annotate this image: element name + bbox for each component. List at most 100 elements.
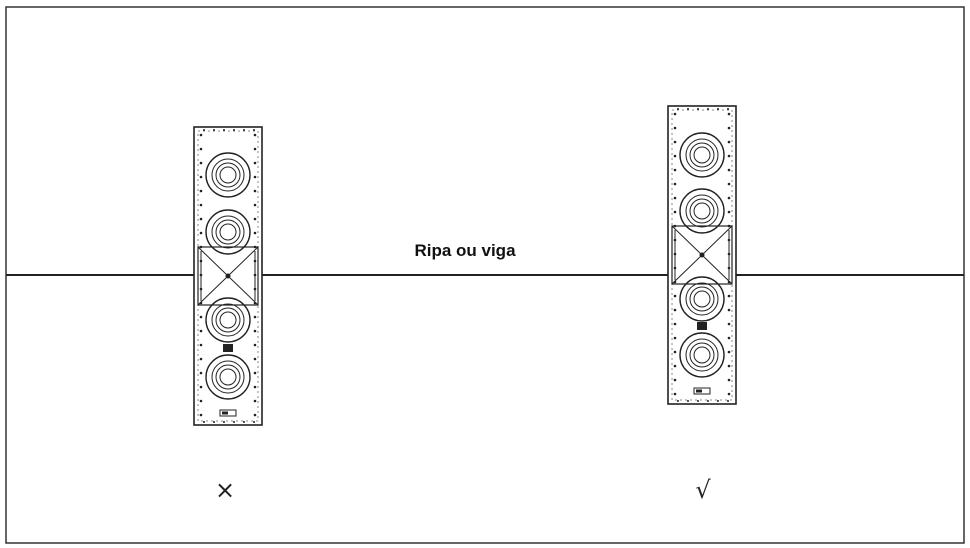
driver-outer — [205, 297, 251, 343]
screw-hole — [253, 175, 257, 179]
screw-hole — [253, 133, 257, 137]
screw-hole — [199, 385, 203, 389]
screw-hole — [717, 108, 719, 110]
screw-hole — [673, 308, 677, 312]
screw-hole — [253, 161, 257, 165]
model-plate-fill — [222, 411, 228, 415]
screw-hole — [253, 385, 257, 389]
screw-hole — [253, 421, 255, 423]
crossover-center — [699, 252, 705, 258]
screw-hole — [673, 364, 677, 368]
screw-hole — [727, 322, 731, 326]
screw-hole — [673, 168, 677, 172]
screw-hole — [199, 217, 203, 221]
screw-hole — [253, 147, 257, 151]
screw-hole — [253, 203, 257, 207]
screw-hole — [673, 182, 677, 186]
screw-hole — [233, 421, 235, 423]
driver-ring — [689, 198, 715, 224]
screw-hole — [673, 350, 677, 354]
screw-hole — [673, 210, 677, 214]
screw-hole — [673, 322, 677, 326]
speaker-correct — [667, 105, 737, 405]
screw-hole — [707, 108, 709, 110]
driver-ring — [215, 162, 241, 188]
screw-hole — [707, 400, 709, 402]
screw-hole — [199, 203, 203, 207]
screw-hole — [677, 108, 679, 110]
screw-hole — [673, 378, 677, 382]
screw-hole — [727, 308, 731, 312]
screw-hole — [199, 231, 203, 235]
screw-hole — [203, 421, 205, 423]
driver-ring — [689, 342, 715, 368]
driver-outer — [679, 276, 725, 322]
beam-label: Ripa ou viga — [414, 241, 516, 260]
driver-outer — [205, 209, 251, 255]
driver-cone — [693, 146, 711, 164]
logo-badge — [223, 344, 233, 352]
screw-hole — [727, 126, 731, 130]
screw-hole — [199, 371, 203, 375]
crossover-box — [671, 225, 733, 285]
screw-hole — [727, 210, 731, 214]
screw-hole — [253, 413, 257, 417]
screw-hole — [253, 357, 257, 361]
screw-hole — [673, 294, 677, 298]
model-plate — [693, 387, 711, 395]
screw-hole — [253, 371, 257, 375]
screw-hole — [673, 126, 677, 130]
screw-hole — [253, 315, 257, 319]
screw-hole — [243, 129, 245, 131]
screw-hole — [199, 161, 203, 165]
screw-hole — [253, 189, 257, 193]
screw-hole — [253, 329, 257, 333]
screw-hole — [727, 400, 729, 402]
screw-hole — [727, 112, 731, 116]
incorrect-mark: × — [215, 476, 235, 504]
crossover-box — [197, 246, 259, 306]
screw-hole — [727, 154, 731, 158]
screw-hole — [673, 392, 677, 396]
screw-hole — [717, 400, 719, 402]
screw-hole — [727, 294, 731, 298]
driver-ring — [685, 138, 719, 172]
driver-cone — [219, 223, 237, 241]
screw-hole — [199, 189, 203, 193]
screw-hole — [727, 378, 731, 382]
screw-hole — [697, 400, 699, 402]
driver-ring — [689, 142, 715, 168]
driver-cone — [693, 346, 711, 364]
driver-outer — [205, 354, 251, 400]
crossover-center — [225, 273, 231, 279]
driver-ring — [211, 303, 245, 337]
screw-hole — [727, 140, 731, 144]
speaker-incorrect — [193, 126, 263, 426]
screw-hole — [199, 315, 203, 319]
driver-cone — [219, 311, 237, 329]
screw-hole — [687, 108, 689, 110]
driver-outer — [679, 132, 725, 178]
screw-hole — [673, 196, 677, 200]
screw-hole — [199, 147, 203, 151]
screw-hole — [199, 343, 203, 347]
screw-hole — [199, 399, 203, 403]
screw-hole — [697, 108, 699, 110]
screw-hole — [199, 175, 203, 179]
driver-cone — [219, 368, 237, 386]
driver-ring — [211, 360, 245, 394]
screw-hole — [199, 133, 203, 137]
driver-ring — [689, 286, 715, 312]
model-plate — [219, 409, 237, 417]
driver-cone — [693, 290, 711, 308]
logo-badge — [697, 322, 707, 330]
screw-hole — [243, 421, 245, 423]
driver-outer — [679, 188, 725, 234]
driver-ring — [215, 307, 241, 333]
screw-hole — [727, 108, 729, 110]
screw-hole — [727, 196, 731, 200]
driver-outer — [679, 332, 725, 378]
screw-hole — [727, 168, 731, 172]
screw-hole — [203, 129, 205, 131]
